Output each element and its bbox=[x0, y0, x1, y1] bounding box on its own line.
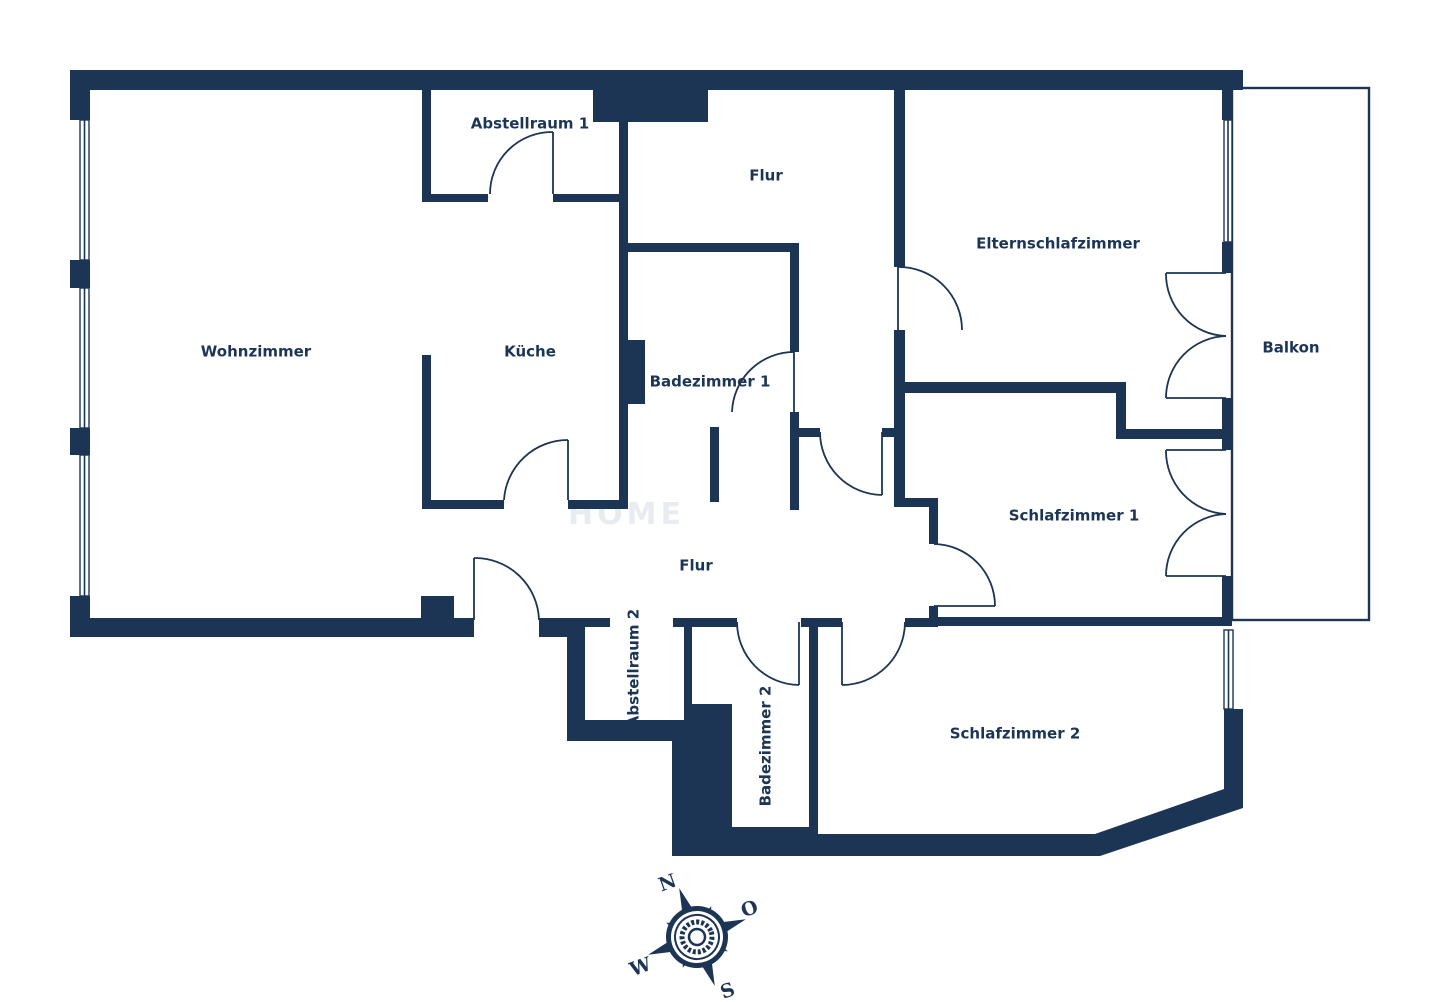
room-label-badezimmer-1: Badezimmer 1 bbox=[650, 373, 771, 391]
room-label-schlafzimmer-1: Schlafzimmer 1 bbox=[1009, 507, 1140, 525]
windows bbox=[79, 119, 1234, 710]
compass-south-label: S bbox=[717, 978, 737, 1002]
compass-rose-icon bbox=[648, 888, 746, 986]
room-label-flur-top: Flur bbox=[749, 167, 783, 185]
interior-walls bbox=[422, 90, 1232, 836]
compass-north-label: N bbox=[656, 870, 680, 897]
compass-west-label: W bbox=[626, 953, 655, 982]
outer-walls bbox=[70, 70, 1243, 856]
room-label-flur-bottom: Flur bbox=[679, 557, 713, 575]
room-label-badezimmer-2: Badezimmer 2 bbox=[757, 686, 775, 807]
room-label-wohnzimmer: Wohnzimmer bbox=[201, 343, 312, 361]
room-label-elternschlafzimmer: Elternschlafzimmer bbox=[976, 235, 1140, 253]
compass-east-label: O bbox=[738, 896, 761, 922]
room-label-schlafzimmer-2: Schlafzimmer 2 bbox=[950, 725, 1081, 743]
balcony-outline bbox=[1223, 86, 1371, 622]
room-label-kueche: Küche bbox=[504, 343, 556, 361]
room-label-balkon: Balkon bbox=[1262, 339, 1319, 357]
room-label-abstellraum-1: Abstellraum 1 bbox=[471, 115, 589, 133]
doors bbox=[473, 131, 1227, 686]
room-label-abstellraum-2: Abstellraum 2 bbox=[625, 609, 643, 727]
